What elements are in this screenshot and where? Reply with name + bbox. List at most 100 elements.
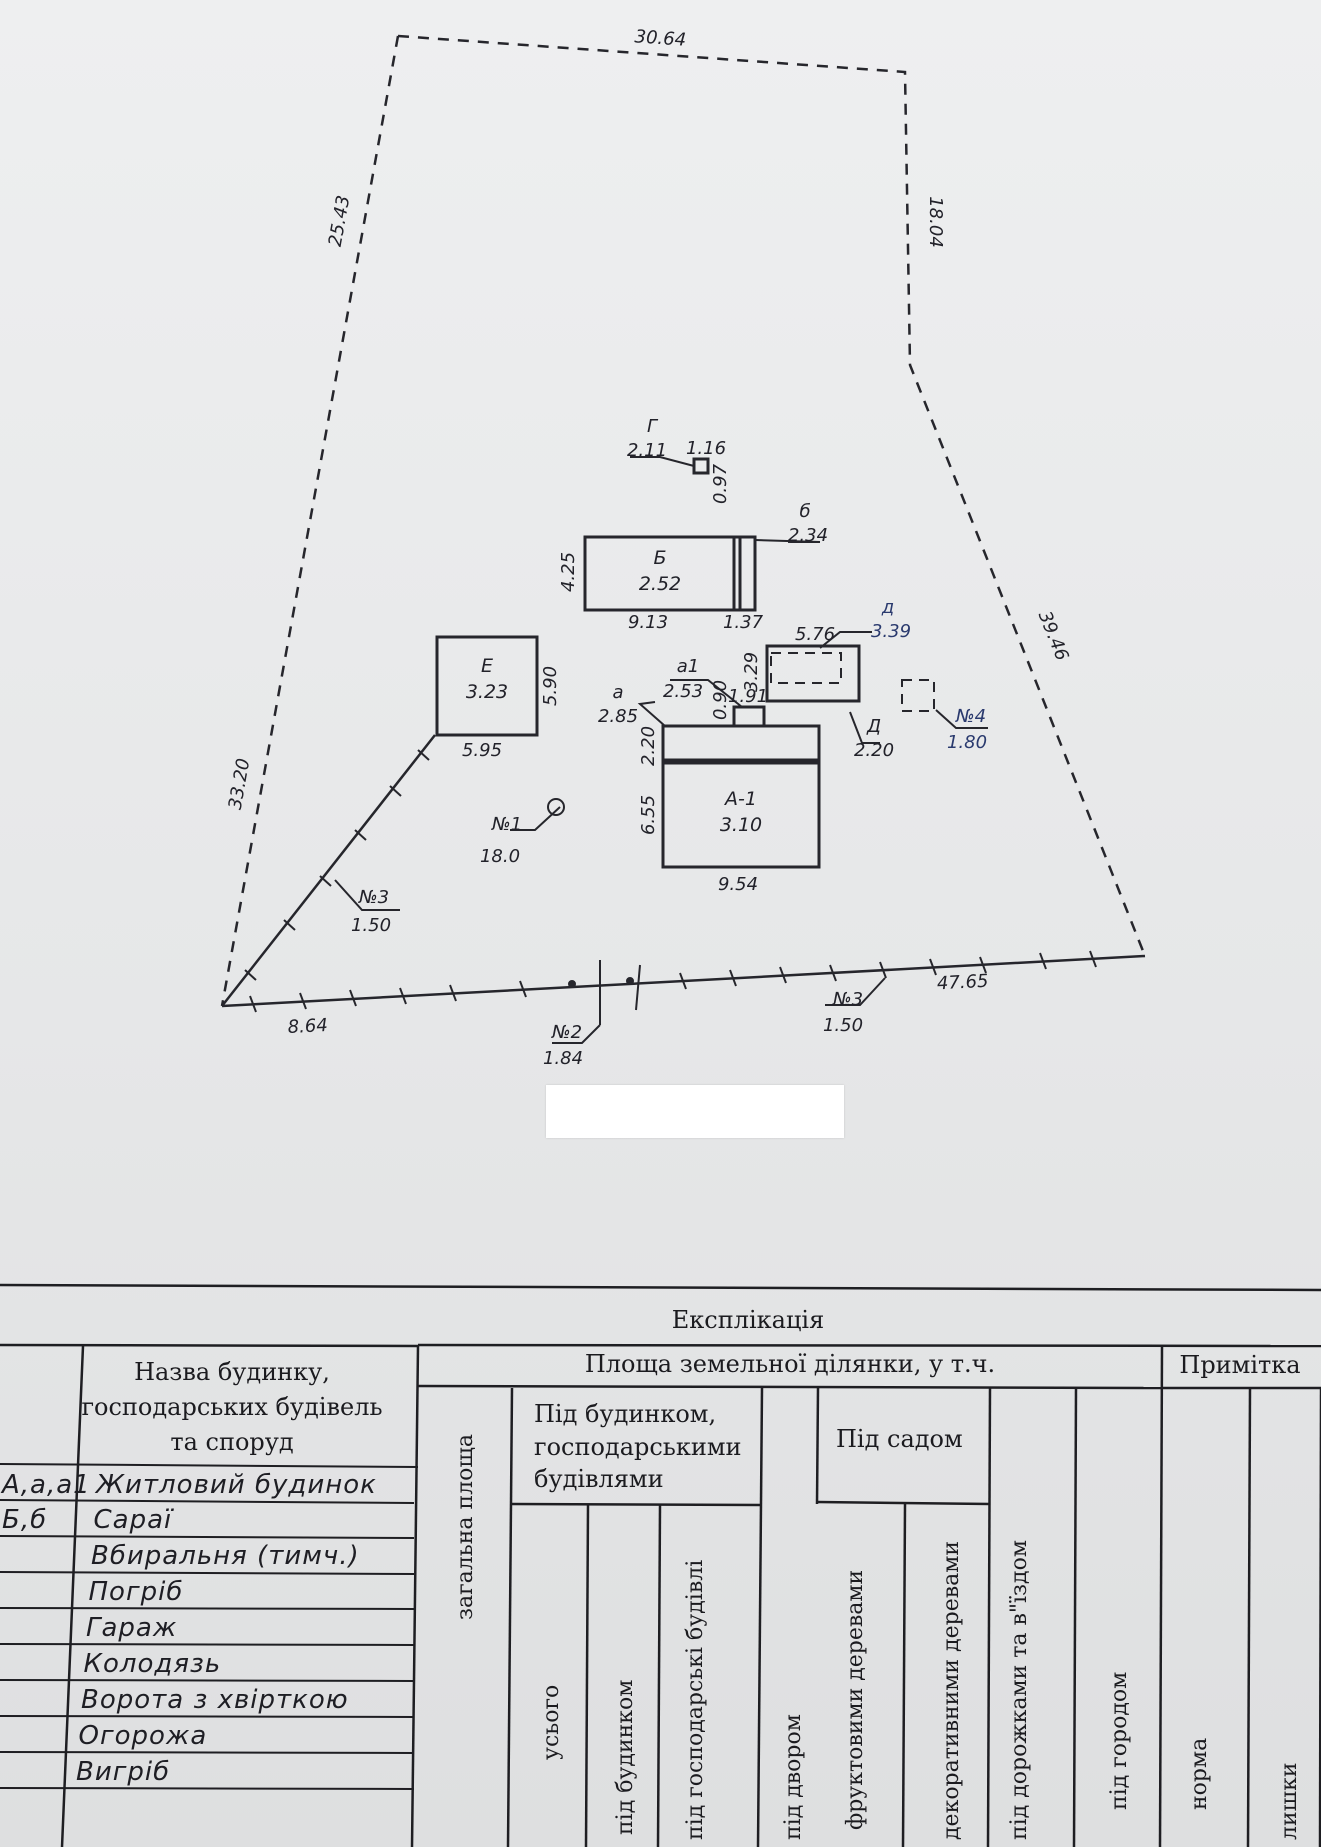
svg-text:Під будинком,: Під будинком, — [534, 1400, 716, 1428]
fence-ticks — [244, 749, 1097, 1013]
bld-g-width: 1.16 — [686, 438, 726, 459]
subheader-under-outbuildings: під господарські будівлі — [683, 1560, 708, 1840]
bld-d-height: 3.29 — [741, 652, 762, 692]
table-row: Колодязь — [84, 1649, 222, 1679]
row-name: Гараж — [86, 1613, 177, 1643]
fence-left-diagonal — [221, 734, 436, 1007]
bld-a1-porch-value: 2.53 — [663, 681, 703, 702]
bld-d-small-name: д — [881, 597, 894, 618]
table-row: Вбиральня (тимч.) — [91, 1541, 360, 1571]
bld-e-name: Е — [481, 655, 493, 677]
bld-g-name: Г — [647, 416, 659, 437]
row-name: Колодязь — [84, 1649, 222, 1679]
name-header-line2: господарських будівель — [81, 1393, 382, 1421]
dim-right-upper: 18.04 — [925, 196, 946, 248]
table-row: Погріб — [89, 1577, 184, 1607]
building-b-outline — [583, 535, 757, 612]
bld-a1-height: 6.55 — [638, 795, 659, 835]
item-n3a-value: 1.50 — [351, 915, 391, 936]
item-n1-name: №1 — [491, 814, 522, 835]
subheader-paths: під дорожками та в"їздом — [1007, 1540, 1032, 1840]
pit-n4-outline — [901, 679, 935, 712]
table-row: Огорожа — [79, 1721, 208, 1751]
item-n4-value: 1.80 — [947, 732, 987, 753]
bld-b-name: Б — [653, 547, 666, 569]
bld-a1-name: А-1 — [723, 788, 757, 810]
bld-b-annex-width: 1.37 — [723, 612, 764, 633]
bld-b-value: 2.52 — [639, 573, 681, 595]
item-n3b-name: №3 — [832, 989, 863, 1010]
item-n2-value: 1.84 — [543, 1048, 583, 1069]
table-row: Вигріб — [76, 1757, 170, 1787]
row-name: Житловий будинок — [94, 1470, 377, 1500]
item-n2-name: №2 — [551, 1022, 582, 1043]
subheader-decorative-trees: декоративними деревами — [939, 1541, 964, 1840]
bld-a-height: 2.20 — [638, 726, 659, 766]
building-e-outline — [435, 635, 539, 737]
bld-g-height: 0.97 — [710, 463, 731, 504]
under-buildings-header: Під будинком, господарськими будівлями — [534, 1400, 742, 1493]
row-name: Огорожа — [79, 1721, 208, 1751]
bld-g-value: 2.11 — [627, 440, 667, 461]
bld-e-width: 5.95 — [462, 740, 502, 761]
item-n4-name: №4 — [955, 706, 986, 727]
bld-b-width: 9.13 — [628, 612, 668, 633]
building-a1-porch-outline — [732, 705, 766, 728]
table-row: Б,б Сараї — [2, 1505, 175, 1535]
item-n1-value: 18.0 — [480, 846, 520, 867]
note-header: Примітка — [1179, 1351, 1300, 1379]
bld-e-height: 5.90 — [540, 666, 561, 706]
subheader-excess: лишки — [1277, 1762, 1302, 1840]
row-name: Сараї — [94, 1505, 175, 1535]
bld-a-name: а — [612, 682, 623, 703]
subheader-fruit-trees: фруктовими деревами — [843, 1570, 868, 1830]
bld-e-value: 3.23 — [466, 681, 508, 703]
bld-a1-porch-width: 1.91 — [728, 686, 768, 707]
subheader-garden: під городом — [1107, 1672, 1132, 1810]
row-name: Вигріб — [76, 1757, 170, 1787]
table-row: Гараж — [86, 1613, 177, 1643]
bld-b-small-value: 2.34 — [788, 525, 828, 546]
bld-a1-porch-height: 0.90 — [710, 680, 731, 720]
subheader-all: усього — [539, 1685, 564, 1760]
row-name: Погріб — [89, 1577, 184, 1607]
under-garden-header: Під садом — [836, 1425, 963, 1453]
redacted-area — [546, 1085, 844, 1138]
table-row: Ворота з хвірткою — [81, 1685, 349, 1715]
name-header-line1: Назва будинку, — [134, 1358, 330, 1386]
item-n3b-value: 1.50 — [823, 1015, 863, 1036]
bld-a1-porch-name: а1 — [677, 656, 699, 677]
land-area-header: Площа земельної ділянки, у т.ч. — [585, 1350, 995, 1378]
subheader-norm: норма — [1187, 1738, 1212, 1810]
gate-marker — [568, 960, 641, 1025]
item-n3a-name: №3 — [358, 887, 389, 908]
explication-title: Експлікація — [672, 1306, 824, 1334]
bld-d-name: Д — [866, 716, 881, 737]
row-name: Ворота з хвірткою — [81, 1685, 349, 1715]
name-header: Назва будинку, господарських будівель та… — [81, 1358, 382, 1456]
subheader-under-yard: під двором — [781, 1714, 806, 1840]
row-letter: А,а,а1 — [0, 1470, 91, 1500]
bld-b-height: 4.25 — [558, 552, 579, 592]
bld-d-width: 5.76 — [795, 624, 835, 645]
boundary-left — [220, 35, 400, 1007]
bld-d-small-value: 3.39 — [871, 621, 911, 642]
row-letter: Б,б — [2, 1505, 47, 1535]
dim-bottom-left: 8.64 — [287, 1015, 328, 1038]
bld-d-value: 2.20 — [854, 740, 894, 761]
row-name: Вбиральня (тимч.) — [91, 1541, 360, 1571]
dim-top: 30.64 — [634, 26, 687, 51]
svg-text:будівлями: будівлями — [534, 1465, 664, 1493]
building-a1-main-outline — [661, 758, 821, 869]
bld-a-value: 2.85 — [598, 706, 638, 727]
name-header-line3: та споруд — [170, 1428, 293, 1456]
table-grid — [0, 1283, 1321, 1847]
bld-a1-value: 3.10 — [720, 814, 762, 836]
bld-b-small-name: б — [799, 501, 810, 522]
well-n1-symbol — [547, 798, 565, 816]
name-row-lines — [0, 1463, 419, 1790]
svg-text:господарськими: господарськими — [534, 1433, 742, 1461]
